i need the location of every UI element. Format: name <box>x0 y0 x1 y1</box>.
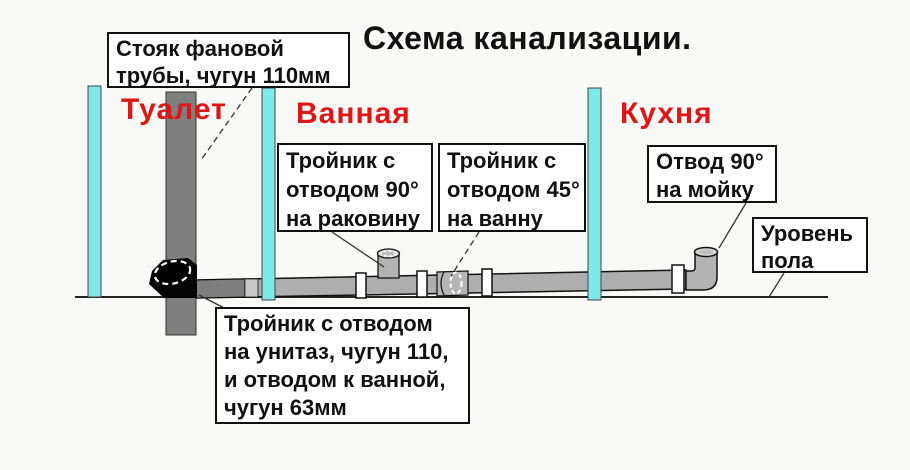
leader-line-stack <box>200 87 253 161</box>
callout-floor-level: Уровень пола <box>752 217 868 273</box>
pipe-coupling <box>481 268 493 297</box>
callout-outlet90-line: на мойку <box>656 177 754 202</box>
room-label-toilet: Туалет <box>121 93 227 126</box>
kitchen-elbow <box>685 251 718 291</box>
room-label-kitchen: Кухня <box>620 97 713 130</box>
pipe-coupling <box>355 272 367 299</box>
callout-tee90-sink: Тройник с отводом 90° на раковину <box>277 143 433 232</box>
pipe-coupling <box>671 264 685 294</box>
wall-kitchen <box>587 87 602 301</box>
leader-line-sink-tee <box>331 231 385 268</box>
tee-45-socket-opening <box>449 271 463 295</box>
callout-outlet90-line: Отвод 90° <box>656 149 764 174</box>
drain-pipe-light-segment <box>244 278 259 298</box>
callout-stack-line: трубы, чугун 110мм <box>116 63 331 88</box>
wall-left <box>87 85 102 298</box>
callout-floor-level-line: Уровень <box>761 221 854 246</box>
soil-stack-pipe <box>165 91 197 336</box>
callout-tee90-line: отводом 90° <box>286 177 419 202</box>
leader-line-kitchen-elbow <box>718 202 747 249</box>
callout-toilet-tee-line: чугун 63мм <box>224 395 347 420</box>
callout-tee45-line: Тройник с <box>447 148 557 173</box>
callout-toilet-tee-line: Тройник с отводом <box>224 311 433 336</box>
callout-floor-level-line: пола <box>761 248 814 273</box>
callout-toilet-tee-line: и отводом к ванной, <box>224 367 446 392</box>
callout-tee90-line: Тройник с <box>286 148 396 173</box>
tee-45-fitting-bell <box>440 271 445 296</box>
room-label-bathroom: Ванная <box>296 97 411 130</box>
kitchen-elbow-socket-rim <box>698 249 714 255</box>
callout-tee45-line: отводом 45° <box>447 177 580 202</box>
toilet-tee-socket-opening <box>153 259 192 286</box>
leader-line-floor-level <box>768 272 785 298</box>
wall-bathroom <box>261 87 276 301</box>
page-title: Схема канализации. <box>363 20 692 56</box>
drain-pipe-cast-iron-segment <box>195 278 246 299</box>
callout-stack: Стояк фановой трубы, чугун 110мм <box>107 32 350 88</box>
callout-tee45-bath: Тройник с отводом 45° на ванну <box>438 143 586 232</box>
callout-stack-line: Стояк фановой <box>116 36 284 61</box>
pipe-coupling <box>416 270 428 298</box>
leader-line-bath-tee <box>450 231 480 277</box>
callout-tee45-line: на ванну <box>447 206 543 231</box>
callout-toilet-tee: Тройник с отводом на унитаз, чугун 110, … <box>215 307 470 424</box>
sink-branch-socket-rim <box>380 250 397 257</box>
callout-outlet90-kitchen: Отвод 90° на мойку <box>647 145 777 203</box>
callout-toilet-tee-line: на унитаз, чугун 110, <box>224 339 449 364</box>
callout-tee90-line: на раковину <box>286 206 421 231</box>
